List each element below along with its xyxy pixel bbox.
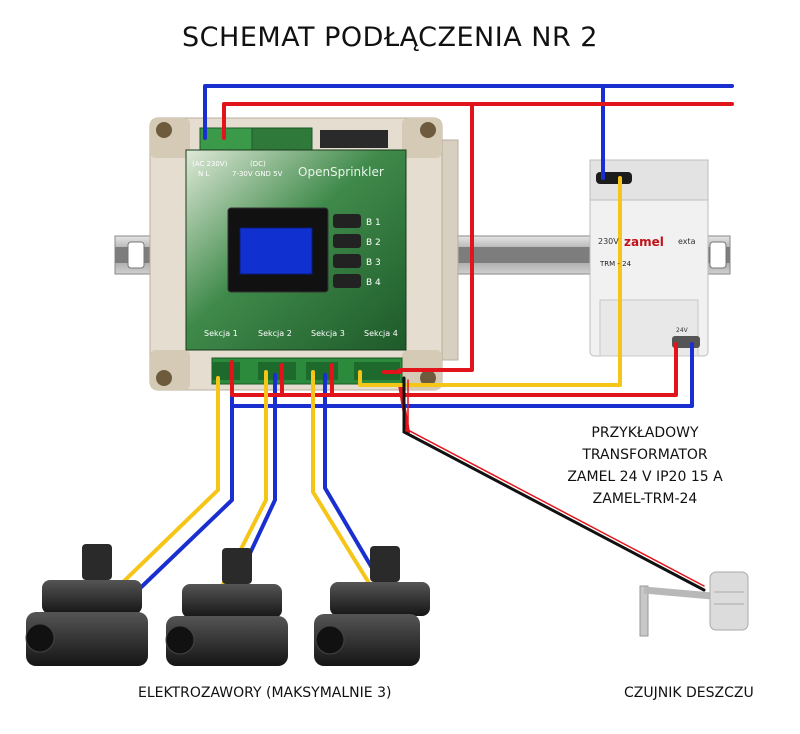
section-label-4: Sekcja 4 [364,329,398,338]
controller-buttons [333,214,361,288]
transformer-brand-2: exta [678,237,696,246]
transformer-label: PRZYKŁADOWY TRANSFORMATOR ZAMEL 24 V IP2… [560,422,730,510]
section-label-1: Sekcja 1 [204,329,238,338]
transformer-label-line-4: ZAMEL-TRM-24 [592,491,698,507]
button-label-2: B 2 [366,238,381,248]
rain-sensor [639,571,749,637]
diagram-title: SCHEMAT PODŁĄCZENIA NR 2 [182,22,598,53]
rain-sensor-label: CZUJNIK DESZCZU [624,685,754,701]
valve-3 [314,546,430,666]
section-label-3: Sekcja 3 [311,329,345,338]
transformer-voltage-out: 24V [676,327,689,334]
transformer-label-line-3: ZAMEL 24 V IP20 15 A [567,469,723,485]
button-label-3: B 3 [366,258,381,268]
valve-2 [165,548,288,666]
controller-brand: OpenSprinkler [298,165,384,179]
power-label-ac: (AC 230V) [192,160,228,168]
valve-1 [25,544,148,666]
yellow-wires [118,176,622,602]
transformer-device [589,159,709,357]
transformer-brand: zamel [624,235,664,249]
power-label-dc-pins: 7-30V GND 5V [232,170,283,178]
power-label-dc: (DC) [250,160,266,168]
button-label-1: B 1 [366,218,381,228]
transformer-voltage-in: 230V [598,237,619,246]
button-label-4: B 4 [366,278,381,288]
controller-device [149,117,459,391]
black-wire [402,376,706,592]
section-label-2: Sekcja 2 [258,329,292,338]
transformer-label-line-2: TRANSFORMATOR [582,447,708,463]
transformer-model: TRM - 24 [599,260,632,268]
power-label-nl: N L [198,170,209,178]
valves-label: ELEKTROZAWORY (MAKSYMALNIE 3) [138,685,392,701]
transformer-label-line-1: PRZYKŁADOWY [591,425,699,441]
